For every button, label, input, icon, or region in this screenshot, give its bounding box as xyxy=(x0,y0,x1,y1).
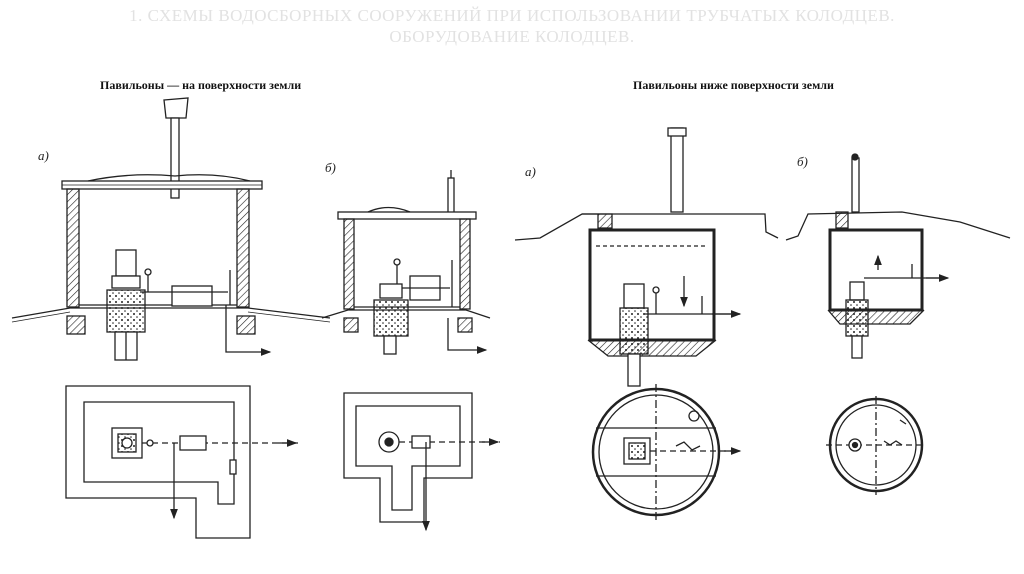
pavilion-b-section xyxy=(321,170,491,355)
label-a-below: а) xyxy=(525,164,536,179)
label-b-above: б) xyxy=(325,160,336,175)
section-heading-above-ground: Павильоны — на поверхности земли xyxy=(100,78,302,92)
label-b-below: б) xyxy=(797,154,808,169)
underground-a-section xyxy=(514,127,779,387)
label-a-above: а) xyxy=(38,148,49,163)
slide-title-line-1: 1. СХЕМЫ ВОДОСБОРНЫХ СООРУЖЕНИЙ ПРИ ИСПО… xyxy=(129,6,895,25)
pavilion-a-section xyxy=(11,97,331,361)
pavilion-b-plan xyxy=(343,392,500,532)
underground-b-plan xyxy=(826,396,926,495)
pavilion-a-plan xyxy=(65,385,300,539)
underground-a-plan xyxy=(591,384,742,520)
slide-title-line-2: ОБОРУДОВАНИЕ КОЛОДЦЕВ. xyxy=(389,27,635,46)
section-heading-below-ground: Павильоны ниже поверхности земли xyxy=(633,78,834,92)
underground-b-section xyxy=(785,153,1011,359)
